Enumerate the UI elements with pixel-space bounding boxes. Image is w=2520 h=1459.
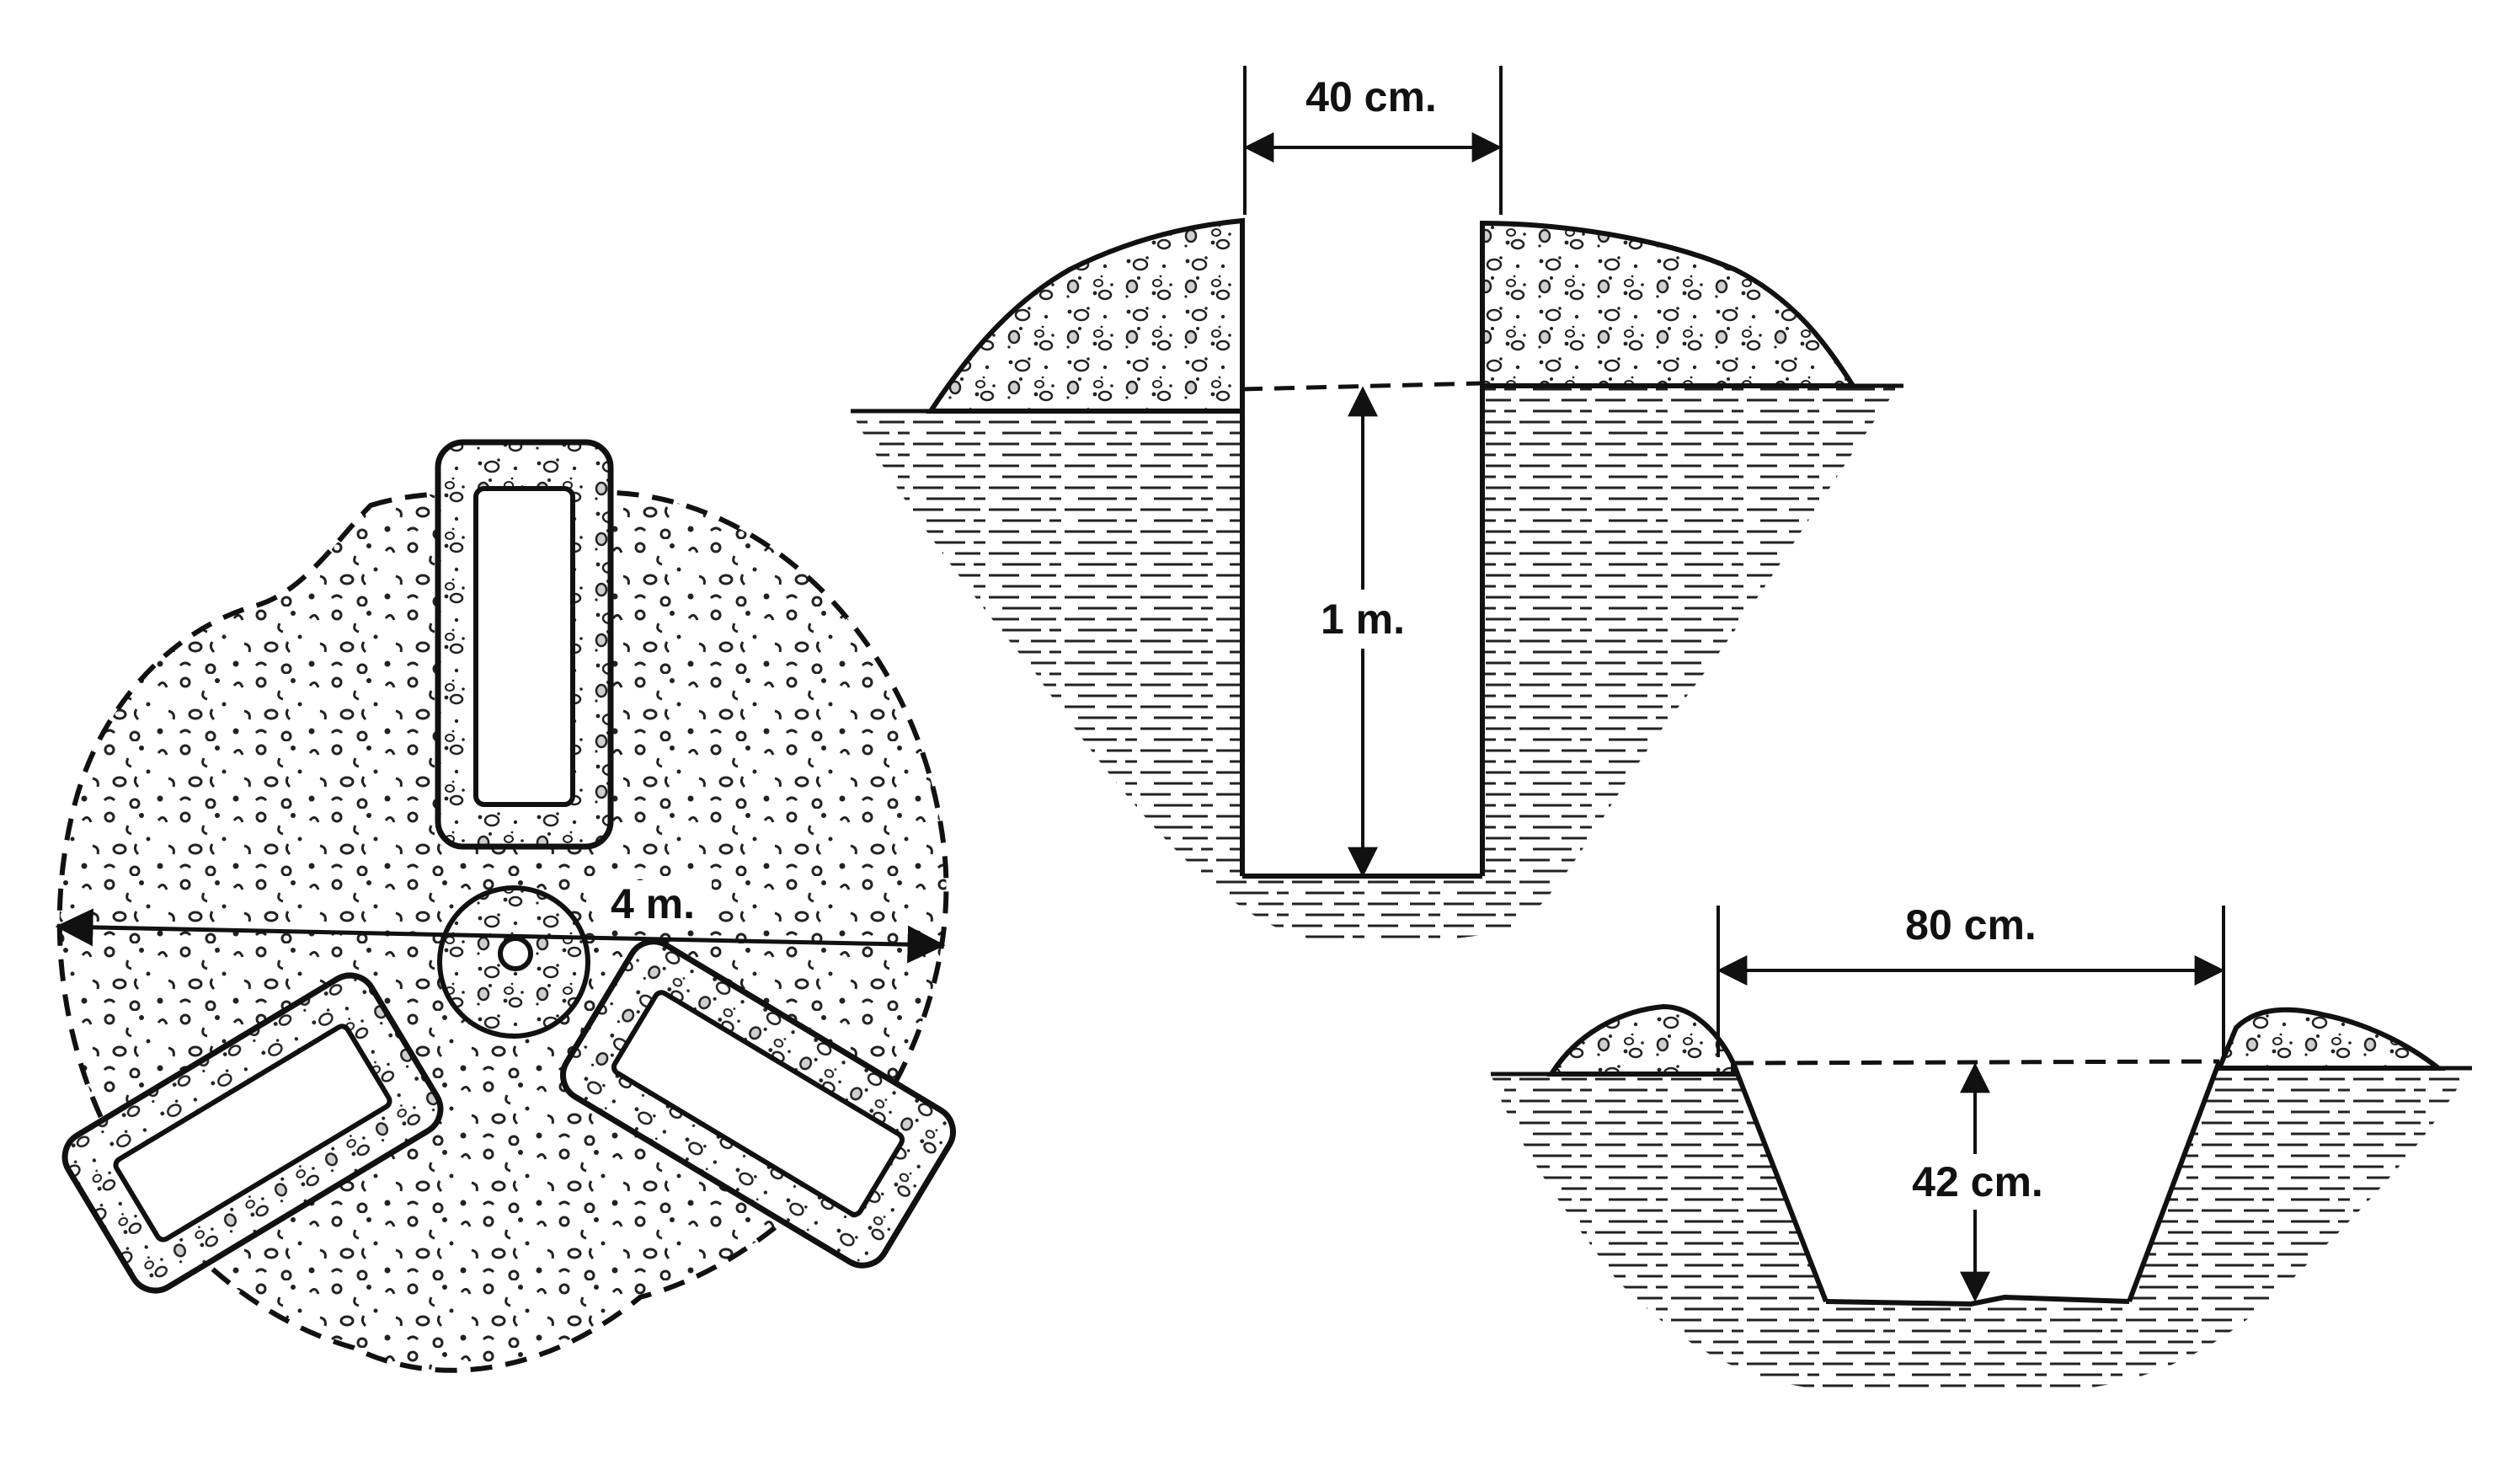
shallow-trench-spoil-left [1546, 1003, 1736, 1077]
shallow-trench-depth-label: 42 cm. [1912, 1158, 2043, 1205]
plan-pit-right [560, 938, 956, 1269]
deep-trench-section: 40 cm. 1 m. [851, 66, 1903, 942]
deep-trench-depth-label: 1 m. [1321, 596, 1405, 643]
plan-diameter-label: 4 m. [611, 880, 695, 927]
plan-diameter-arrow [55, 908, 946, 964]
deep-trench-spoil-left [926, 217, 1245, 414]
shallow-trench-spoil-right [2215, 1007, 2446, 1071]
deep-trench-width-label: 40 cm. [1305, 73, 1437, 120]
plan-pit-left [61, 972, 444, 1294]
plan-boundary [56, 489, 949, 1373]
shallow-trench-width-label: 80 cm. [1905, 901, 2037, 949]
shallow-trench-section: 80 cm. 42 cm. [1491, 901, 2472, 1390]
plan-view: 4 m. [55, 439, 956, 1373]
plan-center-stake [437, 885, 590, 1039]
plan-pit-top [435, 439, 614, 850]
deep-trench-spoil-right [1480, 220, 1858, 388]
